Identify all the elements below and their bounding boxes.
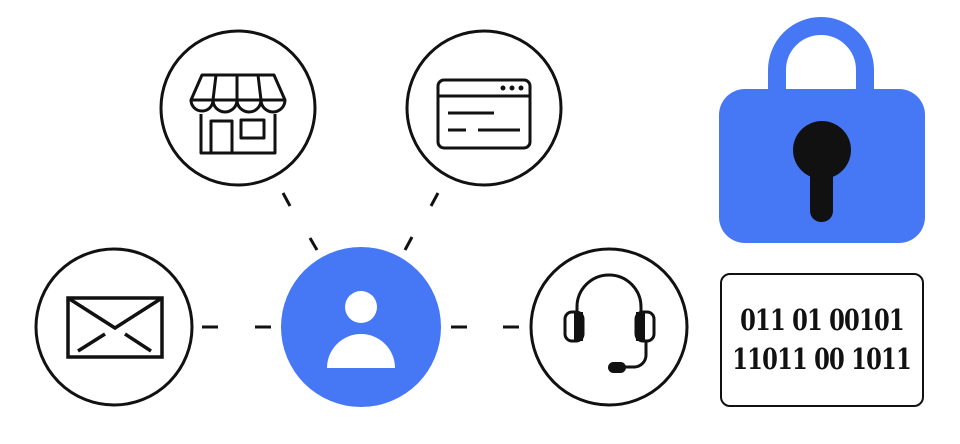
user-node[interactable] (281, 247, 441, 407)
window-dots-icon (500, 85, 524, 91)
binary-line-1: 011 01 00101 (740, 303, 905, 337)
store-node[interactable] (159, 29, 317, 187)
binary-code-card: 011 01 00101 11011 00 1011 (720, 273, 924, 407)
user-icon (327, 291, 395, 368)
browser-window-icon (436, 78, 532, 150)
keyhole-icon (793, 121, 851, 222)
storefront-icon (189, 73, 287, 155)
headset-icon (563, 273, 656, 373)
support-node[interactable] (529, 247, 689, 407)
connector-dashes (202, 192, 519, 329)
email-node[interactable] (34, 247, 194, 407)
padlock (719, 17, 925, 243)
envelope-icon (66, 296, 164, 359)
binary-line-2: 11011 00 1011 (732, 342, 913, 376)
browser-node[interactable] (405, 29, 563, 187)
padlock-shackle (768, 17, 874, 92)
